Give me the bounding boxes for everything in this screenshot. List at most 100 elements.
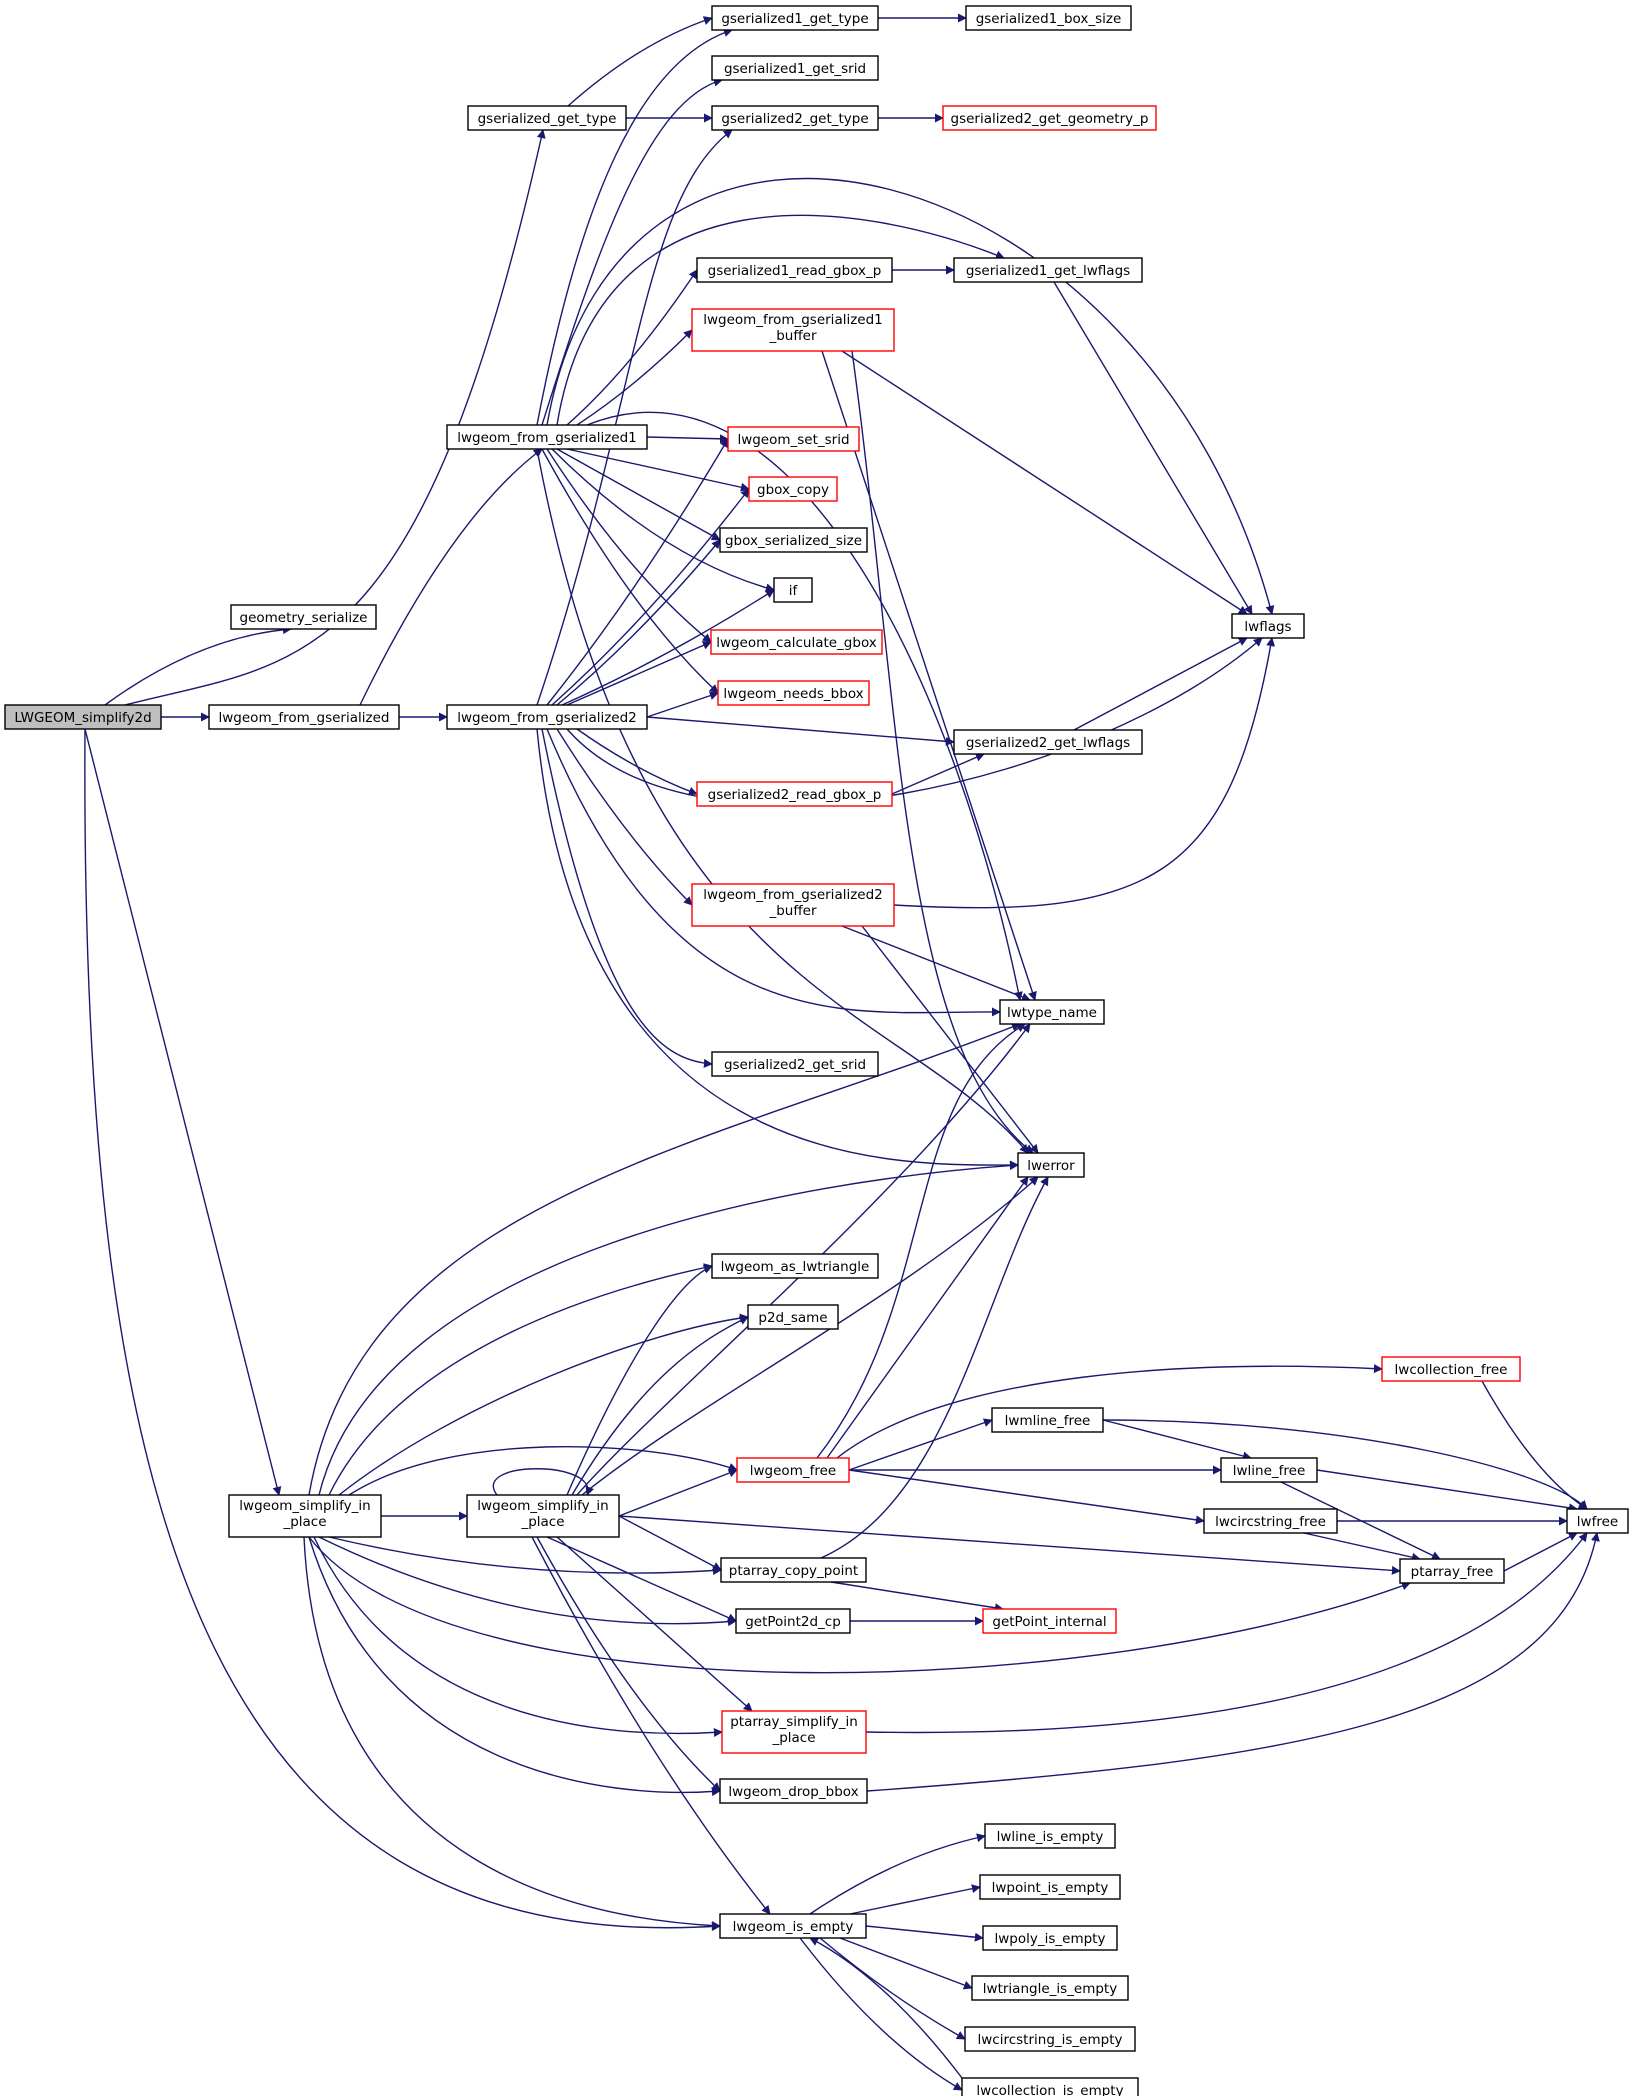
edge-path	[551, 488, 750, 706]
node-label: lwgeom_from_gserialized	[219, 710, 390, 726]
node-gserialized1-get-type[interactable]: gserialized1_get_type	[711, 5, 879, 31]
node-box	[1203, 1508, 1338, 1534]
edge-sip-to-ptarray_free	[308, 1536, 1411, 1674]
node-lwcircstring-free[interactable]: lwcircstring_free	[1203, 1508, 1338, 1534]
edge-lg1b-to-lwtype_name	[821, 350, 1037, 1001]
edge-path	[839, 1937, 973, 1990]
node-box	[1017, 1152, 1085, 1178]
node-lwline-is-empty[interactable]: lwline_is_empty	[984, 1823, 1116, 1849]
node-lwgeom-from-gserialized[interactable]: lwgeom_from_gserialized	[208, 704, 400, 730]
node-gserialized1-get-srid[interactable]: gserialized1_get_srid	[711, 55, 879, 81]
node-lwgeom-from-gserialized2[interactable]: lwgeom_from_gserialized2	[446, 704, 648, 730]
node-gserialized1-read-gbox-p[interactable]: gserialized1_read_gbox_p	[696, 257, 893, 283]
node-box	[982, 1608, 1117, 1634]
edge-sip-to-ptarray_copy_point	[328, 1536, 722, 1576]
edge-lwline_free-to-lwfree	[1316, 1469, 1578, 1513]
node-gserialized2-get-type[interactable]: gserialized2_get_type	[711, 105, 879, 131]
node-lwgeom-from-gserialized1[interactable]: lwgeom_from_gserialized1	[446, 424, 648, 450]
edge-path	[546, 1536, 737, 1622]
node-box	[446, 704, 648, 730]
edge-path	[328, 1536, 722, 1576]
edge-path	[536, 1536, 721, 1792]
node-lwgeom-is-empty[interactable]: lwgeom_is_empty	[719, 1913, 867, 1939]
node-root[interactable]: LWGEOM_simplify2d	[4, 704, 162, 730]
node-lwpoly-is-empty[interactable]: lwpoly_is_empty	[982, 1925, 1118, 1951]
edge-path	[556, 1536, 753, 1712]
node-gserialized-get-type[interactable]: gserialized_get_type	[467, 105, 627, 131]
edge-ptarray_simplify_in_place-to-lwfree	[865, 1532, 1588, 1734]
edge-lwgeom_free-to-lwmline_free	[848, 1418, 993, 1471]
node-lwgeom-as-lwtriangle[interactable]: lwgeom_as_lwtriangle	[711, 1253, 879, 1279]
edge-lg1-to-lwgeom_from_gserialized1_buffer	[576, 329, 693, 426]
node-lwfree[interactable]: lwfree	[1566, 1508, 1629, 1534]
node-box	[991, 1407, 1104, 1433]
node-lwcircstring-is-empty[interactable]: lwcircstring_is_empty	[964, 2026, 1136, 2052]
node-gserialized1-box-size[interactable]: gserialized1_box_size	[965, 5, 1132, 31]
node-lwgeom-from-gserialized1-buffer[interactable]: lwgeom_from_gserialized1_buffer	[691, 308, 895, 352]
node-box	[942, 105, 1157, 131]
edge-path	[566, 269, 698, 426]
node-box	[953, 257, 1143, 283]
node-lwerror[interactable]: lwerror	[1017, 1152, 1085, 1178]
node-gbox-serialized-size[interactable]: gbox_serialized_size	[719, 527, 868, 553]
node-getPoint2d-cp[interactable]: getPoint2d_cp	[735, 1608, 851, 1634]
node-label: lwgeom_set_srid	[737, 432, 849, 448]
node-gserialized2-read-gbox-p[interactable]: gserialized2_read_gbox_p	[696, 781, 893, 807]
node-lwgeom-free[interactable]: lwgeom_free	[736, 1457, 850, 1483]
edge-path	[865, 1532, 1588, 1734]
node-lwgeom-simplify-in-place[interactable]: lwgeom_simplify_in_place	[228, 1494, 382, 1538]
edge-path	[1481, 1380, 1588, 1510]
edge-lg2-to-gserialized2_get_type	[536, 129, 733, 706]
node-label: gserialized2_get_type	[721, 111, 868, 127]
edge-lg1-to-gserialized1_get_type	[536, 28, 733, 426]
edge-sip2-to-ptarray_free	[618, 1515, 1401, 1575]
node-ptarray-copy-point[interactable]: ptarray_copy_point	[720, 1557, 867, 1583]
node-lwgeom-calculate-gbox[interactable]: lwgeom_calculate_gbox	[710, 629, 883, 655]
node-label: lwgeom_as_lwtriangle	[721, 1259, 870, 1275]
node-lwpoint-is-empty[interactable]: lwpoint_is_empty	[979, 1874, 1121, 1900]
node-lwgeom-from-gserialized2-buffer[interactable]: lwgeom_from_gserialized2_buffer	[691, 883, 895, 927]
node-lwgeom-needs-bbox[interactable]: lwgeom_needs_bbox	[717, 680, 870, 706]
node-lwgeom-simplify-in-place-2[interactable]: lwgeom_simplify_in_place	[466, 1494, 620, 1538]
node-ptarray-simplify-in-place[interactable]: ptarray_simplify_in_place	[721, 1710, 867, 1754]
node-box	[1220, 1457, 1318, 1483]
node-if[interactable]: if	[773, 577, 813, 603]
node-lwtriangle-is-empty[interactable]: lwtriangle_is_empty	[971, 1975, 1129, 2001]
node-gserialized2-get-geometry-p[interactable]: gserialized2_get_geometry_p	[942, 105, 1157, 131]
edge-path	[536, 28, 733, 426]
edge-path	[816, 1023, 1026, 1459]
edge-lg2-to-lwtype_name	[546, 728, 1001, 1017]
node-box	[711, 5, 879, 31]
node-gserialized2-get-lwflags[interactable]: gserialized2_get_lwflags	[953, 729, 1143, 755]
node-ptarray-free[interactable]: ptarray_free	[1399, 1558, 1505, 1584]
node-lwmline-free[interactable]: lwmline_free	[991, 1407, 1104, 1433]
edge-sip-to-p2d_same	[338, 1313, 749, 1496]
node-lwline-free[interactable]: lwline_free	[1220, 1457, 1318, 1483]
node-lwgeom-set-srid[interactable]: lwgeom_set_srid	[727, 426, 860, 452]
node-geometry-serialize[interactable]: geometry_serialize	[230, 604, 377, 630]
node-gserialized1-get-lwflags[interactable]: gserialized1_get_lwflags	[953, 257, 1143, 283]
node-label: gserialized2_get_srid	[724, 1057, 866, 1073]
edge-ptarray_copy_point-to-lwerror	[820, 1176, 1049, 1559]
node-label: lwmline_free	[1005, 1413, 1091, 1429]
node-lwcollection-free[interactable]: lwcollection_free	[1381, 1356, 1521, 1382]
node-box	[984, 1823, 1116, 1849]
node-label: lwcollection_free	[1395, 1362, 1508, 1378]
node-label: getPoint2d_cp	[745, 1614, 841, 1630]
node-gbox-copy[interactable]: gbox_copy	[748, 476, 838, 502]
edge-path	[809, 1937, 963, 2079]
node-label: lwerror	[1027, 1158, 1075, 1174]
node-lwcollection-is-empty[interactable]: lwcollection_is_empty	[961, 2077, 1139, 2096]
node-gserialized2-get-srid[interactable]: gserialized2_get_srid	[711, 1051, 879, 1077]
node-lwflags[interactable]: lwflags	[1231, 613, 1305, 639]
node-label: gserialized1_get_type	[721, 11, 868, 27]
node-lwgeom-drop-bbox[interactable]: lwgeom_drop_bbox	[719, 1778, 868, 1804]
node-label: gbox_copy	[757, 482, 829, 498]
node-p2d-same[interactable]: p2d_same	[747, 1304, 839, 1330]
node-box	[710, 629, 883, 655]
edge-path	[567, 16, 713, 107]
edge-lg2-to-lwgeom_from_gserialized2_buffer	[556, 728, 693, 906]
node-getPoint-internal[interactable]: getPoint_internal	[982, 1608, 1117, 1634]
edge-lg2-to-gbox_copy	[551, 488, 750, 706]
node-lwtype-name[interactable]: lwtype_name	[999, 999, 1105, 1025]
